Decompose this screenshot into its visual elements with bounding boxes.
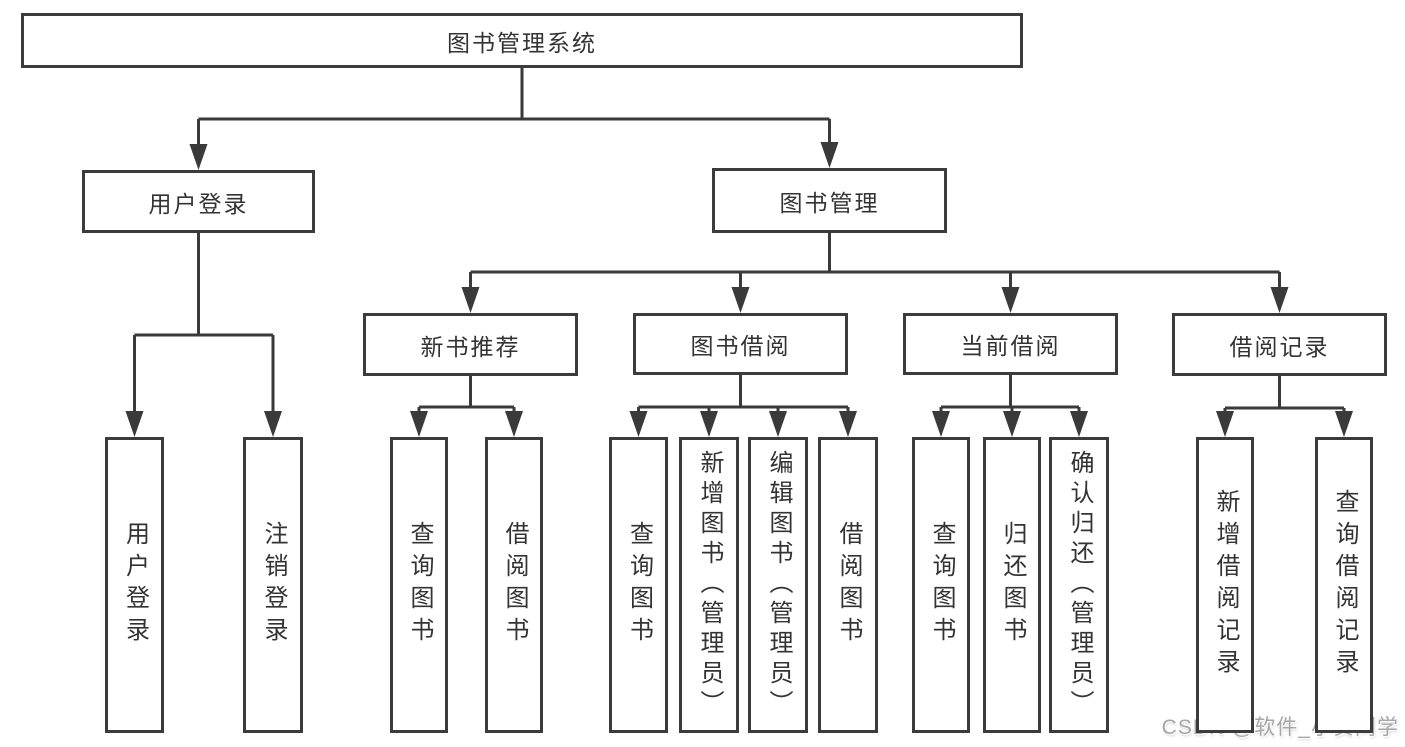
node-leaf-br-add: 新增借阅记录 bbox=[1196, 437, 1254, 733]
node-borrow-records: 借阅记录 bbox=[1172, 313, 1387, 376]
node-leaf-bb-edit: 编辑图书（管理员） bbox=[748, 437, 808, 733]
node-leaf-cb-query: 查询图书 bbox=[912, 437, 970, 733]
node-leaf-user-login: 用户登录 bbox=[105, 437, 164, 733]
node-leaf-bb-query: 查询图书 bbox=[609, 437, 668, 733]
node-user-login: 用户登录 bbox=[82, 170, 315, 233]
node-leaf-bb-add: 新增图书（管理员） bbox=[679, 437, 739, 733]
node-book-mgmt: 图书管理 bbox=[712, 168, 947, 233]
node-new-book-rec: 新书推荐 bbox=[363, 313, 578, 376]
node-leaf-rec-query: 查询图书 bbox=[390, 437, 448, 733]
node-leaf-rec-borrow: 借阅图书 bbox=[485, 437, 543, 733]
node-leaf-bb-borrow: 借阅图书 bbox=[818, 437, 878, 733]
node-leaf-cb-return: 归还图书 bbox=[983, 437, 1041, 733]
node-root: 图书管理系统 bbox=[21, 13, 1023, 68]
node-leaf-cb-confirm: 确认归还（管理员） bbox=[1049, 437, 1109, 733]
node-current-borrow: 当前借阅 bbox=[903, 313, 1118, 375]
node-leaf-logout: 注销登录 bbox=[243, 437, 303, 733]
node-leaf-br-query: 查询借阅记录 bbox=[1315, 437, 1373, 733]
node-book-borrow: 图书借阅 bbox=[633, 313, 848, 375]
